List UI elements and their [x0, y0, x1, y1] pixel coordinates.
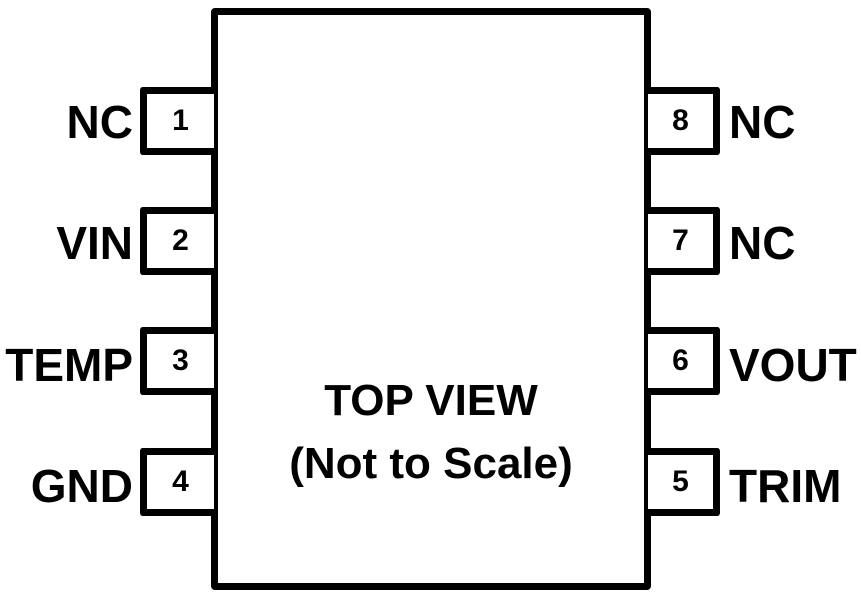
pin-5-number: 5	[672, 465, 689, 498]
pin-4-number: 4	[172, 465, 189, 498]
pin-4-label: GND	[30, 460, 133, 512]
pin-2-box: 2	[140, 207, 214, 275]
pin-8-box: 8	[648, 87, 720, 155]
pin-7-number: 7	[672, 224, 689, 257]
pin-6-box: 6	[648, 327, 720, 395]
pin-2-number: 2	[172, 224, 189, 257]
pin-1-number: 1	[172, 104, 189, 137]
view-title: TOP VIEW	[324, 376, 538, 425]
pin-8-number: 8	[672, 104, 689, 137]
pin-7-box: 7	[648, 207, 720, 275]
pin-5-label: TRIM	[729, 460, 842, 512]
pin-8-label: NC	[729, 96, 796, 148]
pin-2-label: VIN	[56, 217, 133, 269]
pin-3-box: 3	[140, 327, 214, 395]
pin-1-label: NC	[66, 96, 133, 148]
pin-6-label: VOUT	[729, 339, 857, 391]
pin-1-box: 1	[140, 87, 214, 155]
scale-note: (Not to Scale)	[289, 439, 573, 488]
pin-5-box: 5	[648, 448, 720, 516]
pin-3-label: TEMP	[5, 339, 133, 391]
pin-3-number: 3	[172, 344, 189, 377]
ic-package-body	[211, 8, 651, 590]
pin-4-box: 4	[140, 448, 214, 516]
pin-6-number: 6	[672, 344, 689, 377]
pin-7-label: NC	[729, 217, 796, 269]
